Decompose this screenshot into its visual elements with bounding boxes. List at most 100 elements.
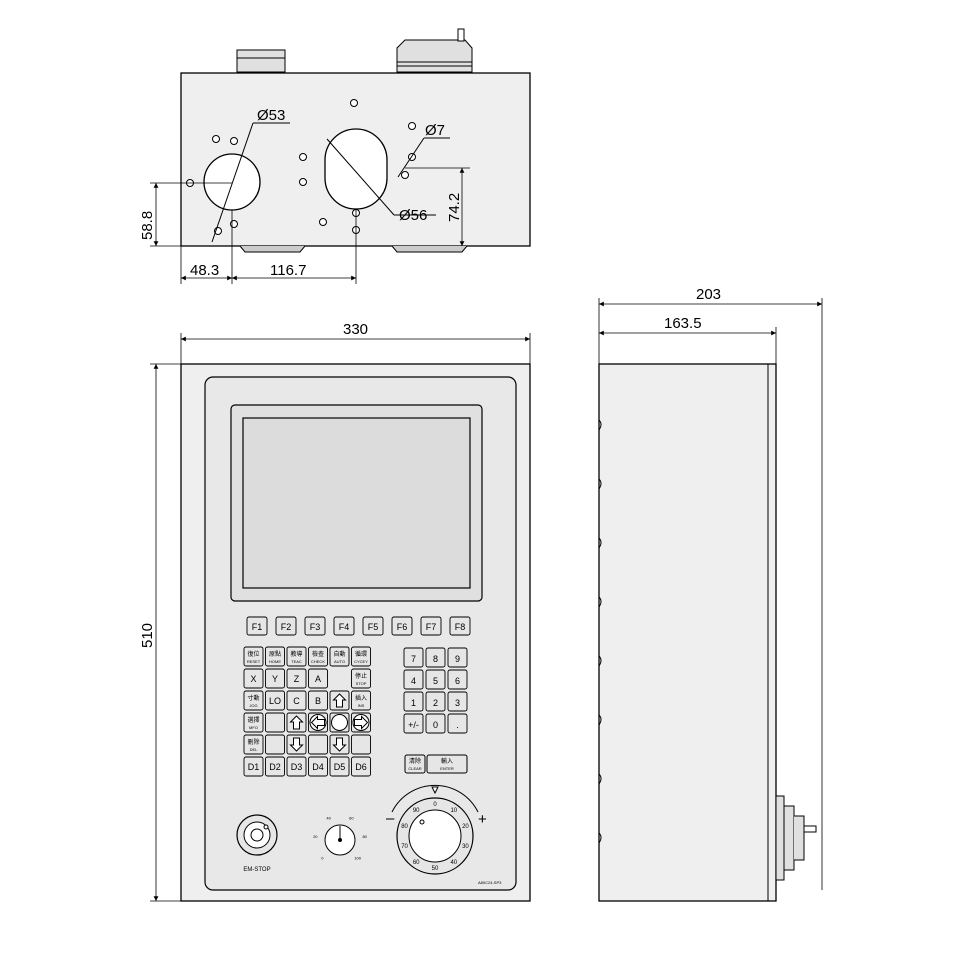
arrow-left-key[interactable] xyxy=(308,712,328,733)
emergency-stop[interactable]: EM-STOP xyxy=(236,814,278,873)
function-key-f4[interactable]: F4 xyxy=(333,616,355,636)
numpad-key-2[interactable]: 9 xyxy=(447,647,468,668)
key-d2[interactable]: D2 xyxy=(265,756,285,777)
numpad-key-8-label: 3 xyxy=(455,698,460,708)
arrow-right-key[interactable] xyxy=(351,712,371,733)
handwheel-scale-label: 90 xyxy=(413,808,420,814)
numpad-key-5-label: 6 xyxy=(455,676,460,686)
numpad-key-3[interactable]: 4 xyxy=(403,669,424,690)
handwheel-plus-label: + xyxy=(478,811,487,828)
function-key-f4-label: F4 xyxy=(339,622,350,632)
numpad-key-10-label: 0 xyxy=(433,720,438,730)
dim-height: 510 xyxy=(139,623,156,648)
blank-key-r5a[interactable] xyxy=(265,734,285,755)
function-key-f8[interactable]: F8 xyxy=(449,616,471,636)
numpad-key-4[interactable]: 5 xyxy=(425,669,446,690)
numpad-key-9-label: +/- xyxy=(408,720,419,730)
numpad-key-6[interactable]: 1 xyxy=(403,691,424,712)
function-key-f6-label: F6 xyxy=(397,622,408,632)
key-d1[interactable]: D1 xyxy=(243,756,264,777)
function-key-f5[interactable]: F5 xyxy=(362,616,384,636)
key-mfo-label-1: MFO xyxy=(249,725,258,730)
arrow-right-icon xyxy=(354,715,369,730)
numpad-key-1-label: 8 xyxy=(433,654,438,664)
numpad-key-7-label: 2 xyxy=(433,698,438,708)
numpad-key-1[interactable]: 8 xyxy=(425,647,446,668)
key-d3[interactable]: D3 xyxy=(286,756,307,777)
key-lo[interactable]: LO xyxy=(265,690,285,711)
key-d4[interactable]: D4 xyxy=(308,756,328,777)
knob-scale-label: 40 xyxy=(326,816,331,821)
numpad-key-9[interactable]: +/- xyxy=(403,713,424,734)
numpad-key-0[interactable]: 7 xyxy=(403,647,424,668)
arrow-up-icon xyxy=(332,693,347,708)
center-key[interactable] xyxy=(329,712,350,733)
arrow-down-key[interactable] xyxy=(286,734,307,755)
clear-key[interactable]: 清除 CLEAR xyxy=(404,754,426,774)
handwheel-scale-label: 80 xyxy=(401,824,408,830)
key-c[interactable]: C xyxy=(286,690,307,711)
dim-depth-total: 203 xyxy=(696,286,721,303)
axis-key-a[interactable]: A xyxy=(308,668,328,689)
arrow-left-icon xyxy=(310,715,325,730)
key-d5[interactable]: D5 xyxy=(329,756,350,777)
blank-key-r4[interactable] xyxy=(265,712,285,733)
key-ins-label: 插入 xyxy=(355,694,367,702)
clear-key-label: CLEAR xyxy=(408,766,421,771)
axis-key-z[interactable]: Z xyxy=(286,668,307,689)
key-b-label: B xyxy=(315,696,321,706)
handwheel-scale-label: 70 xyxy=(401,844,408,850)
axis-key-x[interactable]: X xyxy=(243,668,264,689)
numpad-key-7[interactable]: 2 xyxy=(425,691,446,712)
function-key-f2[interactable]: F2 xyxy=(275,616,297,636)
function-key-f6[interactable]: F6 xyxy=(391,616,413,636)
arrow-up-key[interactable] xyxy=(329,690,350,711)
side-housing xyxy=(598,363,777,902)
arrow-up-key-2[interactable] xyxy=(286,712,307,733)
estop-label: EM-STOP xyxy=(243,867,270,873)
key-d4-label: D4 xyxy=(312,762,324,772)
clear-key-label-zh: 清除 xyxy=(409,757,421,765)
key-b[interactable]: B xyxy=(308,690,328,711)
key-d6[interactable]: D6 xyxy=(351,756,371,777)
numpad-key-11[interactable]: . xyxy=(447,713,468,734)
hole-d53 xyxy=(203,153,261,211)
function-key-row: F1 F2 F3 F4 F5 F6 F7 F8 xyxy=(246,616,471,636)
numpad-key-10[interactable]: 0 xyxy=(425,713,446,734)
blank-key-r5c[interactable] xyxy=(351,734,371,755)
function-key-f7-label: F7 xyxy=(426,622,437,632)
numpad-key-11-label: . xyxy=(456,720,459,730)
mode-key-auto-label: 自動 xyxy=(333,650,345,658)
handwheel-minus-label: – xyxy=(386,810,395,827)
axis-key-y[interactable]: Y xyxy=(265,668,285,689)
function-key-f7[interactable]: F7 xyxy=(420,616,442,636)
lcd-screen xyxy=(242,417,471,589)
arrow-down-icon xyxy=(332,737,347,752)
numpad-key-8[interactable]: 3 xyxy=(447,691,468,712)
blank-key-r5b[interactable] xyxy=(308,734,328,755)
key-ins-label-1: INS xyxy=(358,703,365,708)
enter-key[interactable]: 輸入 ENTER xyxy=(426,754,468,774)
function-key-f3[interactable]: F3 xyxy=(304,616,326,636)
handwheel-protrusion xyxy=(396,39,473,73)
stop-key-label: 停止 xyxy=(355,672,367,680)
function-key-f1[interactable]: F1 xyxy=(246,616,268,636)
key-d2-label: D2 xyxy=(269,762,281,772)
arrow-down-key-2[interactable] xyxy=(329,734,350,755)
numpad-key-5[interactable]: 6 xyxy=(447,669,468,690)
